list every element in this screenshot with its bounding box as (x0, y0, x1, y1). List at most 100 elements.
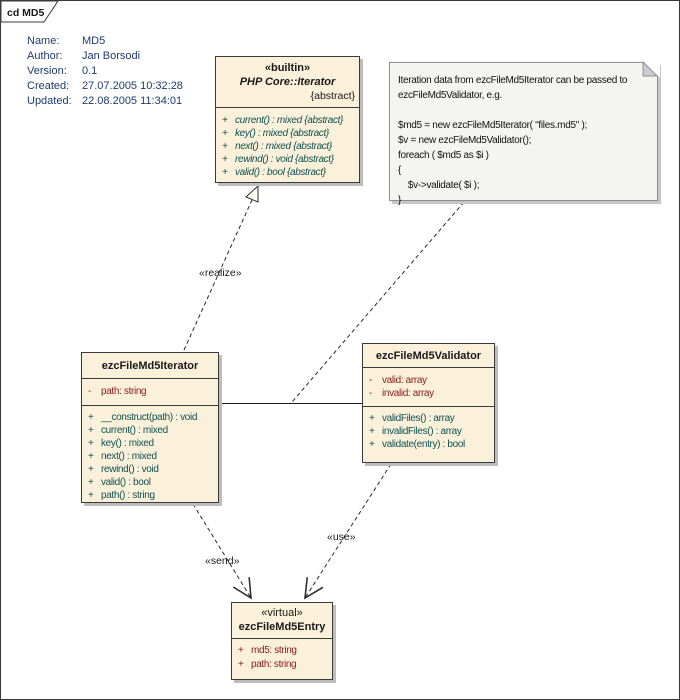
method-text: key() : mixed (101, 438, 154, 449)
method-row: + rewind() : void {abstract} (216, 153, 359, 166)
method-row: + key() : mixed (82, 437, 218, 450)
visibility-marker: + (88, 451, 94, 462)
metadata-row: Name: MD5 (27, 34, 183, 49)
class-name: ezcFileMd5Validator (375, 349, 482, 362)
class-modifier: {abstract} (310, 90, 355, 102)
note-line: foreach ( $md5 as $i ) (398, 150, 489, 161)
metadata-label: Updated: (27, 95, 72, 107)
class-ezcfilemd5entry[interactable]: «virtual» ezcFileMd5Entry + md5: string … (231, 602, 333, 680)
method-text: validate(entry) : bool (382, 439, 465, 450)
method-row: + next() : mixed (82, 450, 218, 463)
method-text: invalidFiles() : array (382, 426, 462, 437)
method-text: validFiles() : array (382, 413, 455, 424)
attribute-row: - valid: array (363, 374, 494, 387)
realize-label: «realize» (199, 267, 242, 279)
method-text: valid() : bool {abstract} (235, 167, 326, 178)
method-row: + path() : string (82, 489, 218, 502)
note-fold-icon (642, 61, 660, 78)
method-text: path() : string (101, 490, 155, 501)
metadata-row: Version: 0.1 (27, 64, 183, 79)
diagram-metadata: Name: MD5 Author: Jan Borsodi Version: 0… (27, 34, 183, 109)
method-row: + __construct(path) : void (82, 411, 218, 424)
visibility-marker: + (222, 154, 228, 165)
visibility-marker: + (222, 167, 228, 178)
note-element[interactable]: Iteration data from ezcFileMd5Iterator c… (389, 62, 658, 206)
note-line: $v = new ezcFileMd5Validator(); (398, 135, 532, 146)
metadata-value: 27.07.2005 10:32:28 (82, 80, 183, 92)
visibility-marker: + (88, 464, 94, 475)
visibility-marker: + (369, 413, 375, 424)
method-text: next() : mixed (101, 451, 157, 462)
method-row: + current() : mixed (82, 424, 218, 437)
attribute-row: - path: string (82, 385, 218, 398)
metadata-value: 0.1 (82, 65, 98, 77)
visibility-marker: + (369, 439, 375, 450)
method-text: key() : mixed {abstract} (235, 128, 329, 139)
metadata-label: Created: (27, 80, 70, 92)
visibility-marker: - (369, 388, 373, 399)
visibility-marker: - (369, 375, 373, 386)
visibility-marker: + (88, 490, 94, 501)
note-line: ezcFileMd5Validator, e.g. (398, 90, 503, 101)
method-row: + current() : mixed {abstract} (216, 114, 359, 127)
attribute-text: path: string (251, 659, 297, 670)
method-text: current() : mixed (101, 425, 168, 436)
note-line: Iteration data from ezcFileMd5Iterator c… (398, 75, 628, 86)
method-text: __construct(path) : void (101, 412, 198, 423)
method-text: next() : mixed {abstract} (235, 141, 332, 152)
note-line: $v->validate( $i ); (398, 180, 480, 191)
metadata-label: Version: (27, 65, 67, 77)
metadata-value: 22.08.2005 11:34:01 (82, 95, 183, 107)
class-name: ezcFileMd5Iterator (101, 359, 199, 372)
visibility-marker: + (238, 659, 244, 670)
visibility-marker: - (88, 386, 92, 397)
class-stereotype: «virtual» (261, 607, 303, 619)
use-label: «use» (327, 531, 356, 543)
note-line: $md5 = new ezcFileMd5Iterator( "files.md… (398, 120, 587, 131)
method-row: + key() : mixed {abstract} (216, 127, 359, 140)
class-name: PHP Core::Iterator (239, 76, 336, 88)
attribute-text: md5: string (251, 645, 297, 656)
class-php-core-iterator[interactable]: «builtin» PHP Core::Iterator {abstract} … (215, 56, 360, 183)
method-row: + invalidFiles() : array (363, 425, 494, 438)
send-dependency-connector[interactable] (192, 503, 252, 600)
attribute-text: valid: array (382, 375, 427, 386)
method-text: rewind() : void {abstract} (235, 154, 334, 165)
class-name: ezcFileMd5Entry (238, 621, 326, 633)
frame-tab-label: cd MD5 (7, 7, 45, 19)
use-dependency-connector[interactable] (304, 463, 392, 600)
visibility-marker: + (88, 425, 94, 436)
frame-tab: cd MD5 (1, 1, 59, 23)
visibility-marker: + (238, 645, 244, 656)
note-line (398, 103, 655, 118)
metadata-label: Author: (27, 50, 63, 62)
method-row: + valid() : bool {abstract} (216, 166, 359, 179)
method-row: + valid() : bool (82, 476, 218, 489)
metadata-value: Jan Borsodi (82, 50, 141, 62)
class-stereotype: «builtin» (264, 62, 311, 74)
note-link-connector[interactable] (291, 201, 465, 403)
metadata-value: MD5 (82, 35, 106, 47)
send-label: «send» (205, 555, 240, 567)
method-text: valid() : bool (101, 477, 151, 488)
attribute-row: - invalid: array (363, 387, 494, 400)
visibility-marker: + (88, 438, 94, 449)
attribute-row: + md5: string (232, 644, 332, 658)
realize-arrowhead-icon (245, 184, 259, 203)
attribute-row: + path: string (232, 658, 332, 672)
class-ezcfilemd5iterator[interactable]: ezcFileMd5Iterator - path: string + __co… (81, 352, 219, 503)
visibility-marker: + (222, 141, 228, 152)
method-row: + next() : mixed {abstract} (216, 140, 359, 153)
metadata-row: Author: Jan Borsodi (27, 49, 183, 64)
method-row: + rewind() : void (82, 463, 218, 476)
method-row: + validFiles() : array (363, 412, 494, 425)
attribute-text: path: string (101, 386, 147, 397)
visibility-marker: + (222, 115, 228, 126)
note-line: { (398, 165, 402, 176)
metadata-row: Updated: 22.08.2005 11:34:01 (27, 94, 183, 109)
method-text: current() : mixed {abstract} (235, 115, 344, 126)
class-ezcfilemd5validator[interactable]: ezcFileMd5Validator - valid: array - inv… (362, 343, 495, 463)
visibility-marker: + (369, 426, 375, 437)
